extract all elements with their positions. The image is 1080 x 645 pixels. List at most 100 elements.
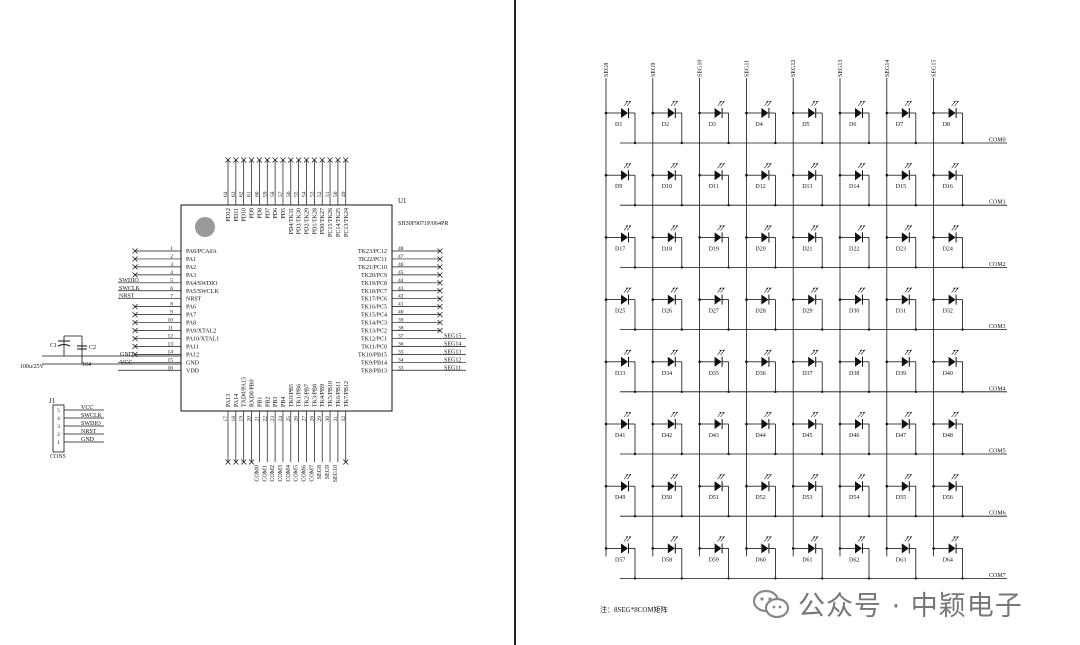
pin-name: PD0/TK27	[320, 208, 326, 234]
led-triangle	[808, 481, 816, 492]
no-connect-stroke	[311, 157, 318, 163]
junction-dot	[727, 141, 730, 145]
no-connect-mark	[132, 248, 138, 254]
pin-name: VDD	[186, 368, 200, 374]
led-label: D13	[802, 184, 812, 190]
led-label: D21	[802, 246, 812, 252]
pin-name: TK21/PC10	[358, 265, 387, 271]
led-triangle	[901, 170, 909, 181]
led-label: D26	[662, 309, 672, 315]
c1-value: 100u/25V	[20, 364, 45, 370]
led-triangle	[621, 232, 628, 243]
junction-dot	[914, 515, 917, 518]
led-label: D48	[943, 433, 953, 439]
pin-number: 3	[170, 262, 173, 268]
no-connect-mark	[240, 157, 247, 163]
led-diode-8: D8	[932, 100, 964, 145]
led-diode-4: D4	[745, 100, 777, 145]
led-diode-17: D17	[604, 225, 637, 269]
led-arrow-head	[862, 349, 865, 352]
led-label: D7	[896, 122, 903, 128]
junction-dot	[633, 266, 637, 269]
led-arrow-head	[812, 163, 816, 165]
led-arrow-head	[906, 474, 909, 476]
pin-name: TK16/PC5	[361, 305, 387, 311]
no-connect-stroke	[280, 157, 286, 163]
led-triangle	[761, 232, 769, 243]
led-arrow-head	[625, 287, 628, 290]
led-triangle	[667, 170, 675, 181]
led-triangle	[901, 356, 909, 367]
led-diode-32: D32	[932, 287, 964, 331]
led-arrow-head	[862, 225, 865, 227]
connector-pin-number: 5	[57, 408, 60, 414]
led-triangle	[621, 294, 628, 305]
seg-label: SEG10	[698, 60, 704, 77]
led-diode-55: D55	[885, 474, 917, 518]
junction-dot	[821, 328, 824, 331]
led-arrow-head	[953, 101, 956, 103]
no-connect-mark	[233, 157, 239, 163]
pin-number: 63	[231, 191, 237, 197]
no-connect-stroke	[437, 272, 443, 278]
led-diode-20: D20	[745, 225, 777, 269]
led-arrow-head	[906, 412, 909, 414]
pin-name: PA1	[186, 257, 196, 263]
no-connect-mark	[248, 157, 255, 163]
led-triangle	[621, 481, 628, 492]
led-label: D60	[755, 557, 765, 563]
junction-dot	[680, 515, 683, 518]
connector-pin-net: SWCLK	[81, 413, 103, 419]
led-arrow-head	[862, 101, 865, 103]
led-arrow-head	[766, 474, 769, 476]
pin-net-label: NRST	[119, 294, 135, 300]
connector-pin-net: SWDIO	[81, 421, 101, 427]
junction-dot	[727, 328, 730, 331]
pin-name: PC13/TK24	[344, 208, 350, 237]
pin-name: TK0/PB5	[289, 384, 295, 407]
no-connect-mark	[256, 157, 263, 163]
no-connect-mark	[437, 311, 443, 318]
pin-number: 48	[398, 246, 404, 252]
pin-name: TXD0/PA15	[242, 377, 248, 407]
led-diode-63: D63	[885, 536, 917, 580]
no-connect-mark	[437, 295, 443, 302]
pin-number: 56	[286, 191, 292, 197]
led-triangle	[901, 294, 909, 305]
junction-dot	[680, 577, 683, 580]
com-label: COM2	[989, 262, 1006, 268]
led-arrow-head	[766, 536, 769, 539]
led-label: D19	[709, 246, 719, 252]
led-triangle	[714, 419, 722, 429]
pin-number: 62	[239, 191, 245, 197]
led-diode-48: D48	[932, 411, 964, 456]
connector-pin-net: VCC	[81, 405, 93, 411]
led-diode-59: D59	[698, 536, 730, 580]
pin-number: 36	[398, 341, 404, 347]
led-diode-50: D50	[651, 474, 683, 518]
led-diode-10: D10	[651, 163, 683, 207]
led-triangle	[621, 356, 628, 367]
no-connect-mark	[132, 319, 138, 326]
led-arrow-head	[815, 163, 819, 165]
pin-number: 24	[278, 416, 284, 422]
junction-dot	[633, 577, 637, 580]
junction-dot	[633, 204, 637, 207]
led-label: D34	[662, 371, 672, 377]
junction-dot	[633, 328, 637, 331]
no-connect-mark	[437, 248, 443, 254]
pin-net-label: COM3	[278, 465, 284, 482]
led-triangle	[714, 232, 722, 243]
connector-pin-number: 2	[57, 432, 60, 438]
no-connect-stroke	[225, 157, 231, 163]
no-connect-mark	[132, 343, 138, 350]
pin-name: TK17/PC6	[361, 297, 387, 303]
pin-net-label: SEG15	[444, 333, 461, 339]
led-arrow-head	[909, 536, 912, 539]
junction-dot	[727, 577, 730, 580]
led-arrow-head	[675, 101, 678, 103]
no-connect-mark	[233, 459, 239, 465]
led-triangle	[667, 543, 675, 554]
pin-number: 54	[302, 191, 308, 197]
